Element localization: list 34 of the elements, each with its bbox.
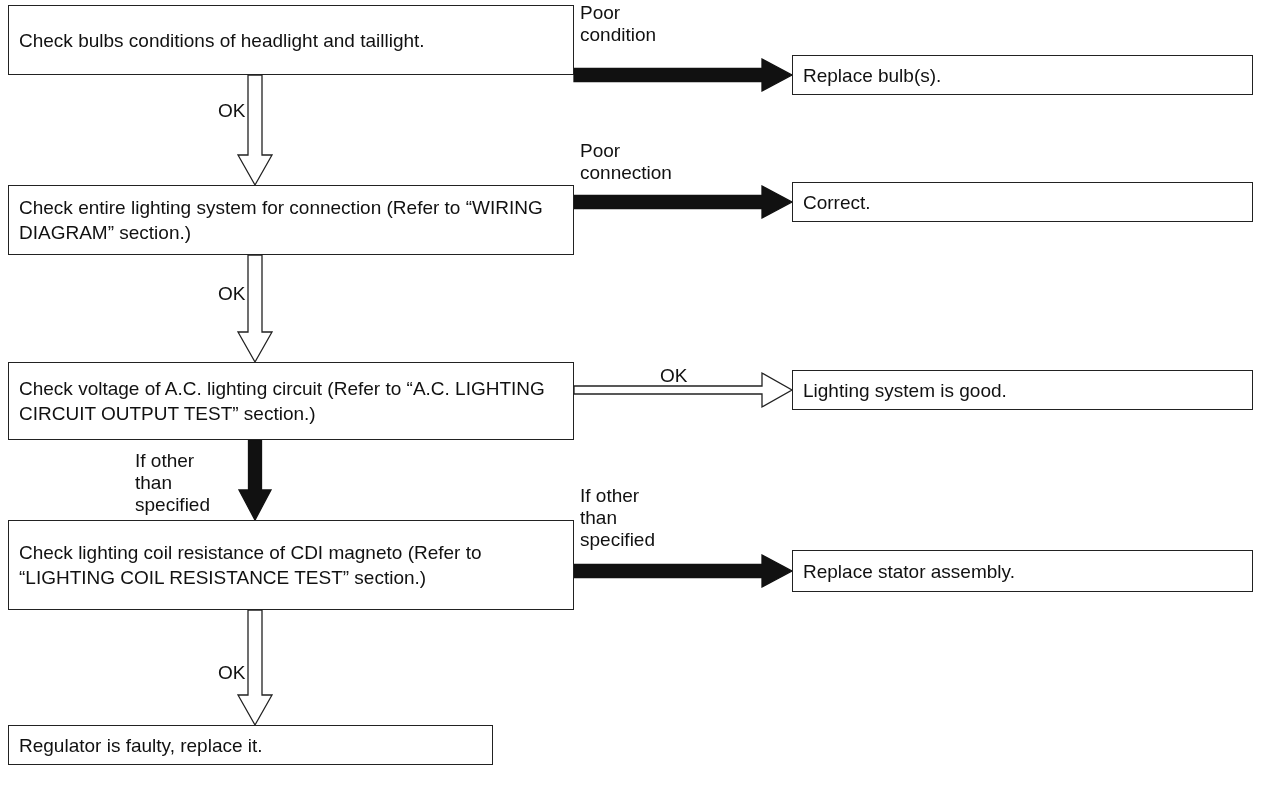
- edge-label: OK: [218, 283, 247, 305]
- process-box: [8, 520, 574, 610]
- step-text: Check lighting coil resistance of CDI magneto (Refer to “LIGHTING COIL RESISTANCE TEST” section.): [19, 541, 483, 590]
- edge-label: If other than specified: [135, 450, 211, 516]
- edge-label: Poor connection: [580, 140, 673, 184]
- arrow: [237, 439, 273, 522]
- step-text: Replace bulb(s).: [803, 63, 942, 88]
- process-box: [792, 370, 1253, 410]
- process-box: [8, 725, 493, 765]
- step-text: Regulator is faulty, replace it.: [19, 733, 263, 758]
- edge-label: OK: [218, 662, 247, 684]
- step-text: Correct.: [803, 190, 871, 215]
- arrow: [573, 184, 794, 220]
- edge-label: If other than specified: [580, 485, 656, 551]
- arrow: [573, 371, 794, 409]
- process-box: [792, 550, 1253, 592]
- step-text: Replace stator assembly.: [803, 559, 1015, 584]
- step-text: Lighting system is good.: [803, 378, 1007, 403]
- edge-label: Poor condition: [580, 2, 658, 46]
- arrow: [573, 57, 794, 93]
- arrow: [236, 74, 274, 187]
- process-box: [792, 182, 1253, 222]
- process-box: [792, 55, 1253, 95]
- edge-label: OK: [660, 365, 689, 387]
- arrow: [573, 553, 794, 589]
- arrow: [236, 254, 274, 364]
- step-text: Check entire lighting system for connection (Refer to “WIRING DIAGRAM” section.): [19, 196, 544, 245]
- arrow: [236, 609, 274, 727]
- edge-label: OK: [218, 100, 247, 122]
- process-box: [8, 5, 574, 75]
- process-box: [8, 362, 574, 440]
- process-box: [8, 185, 574, 255]
- step-text: Check voltage of A.C. lighting circuit (Refer to “A.C. LIGHTING CIRCUIT OUTPUT TEST” section.): [19, 377, 546, 426]
- step-text: Check bulbs conditions of headlight and taillight.: [19, 28, 425, 53]
